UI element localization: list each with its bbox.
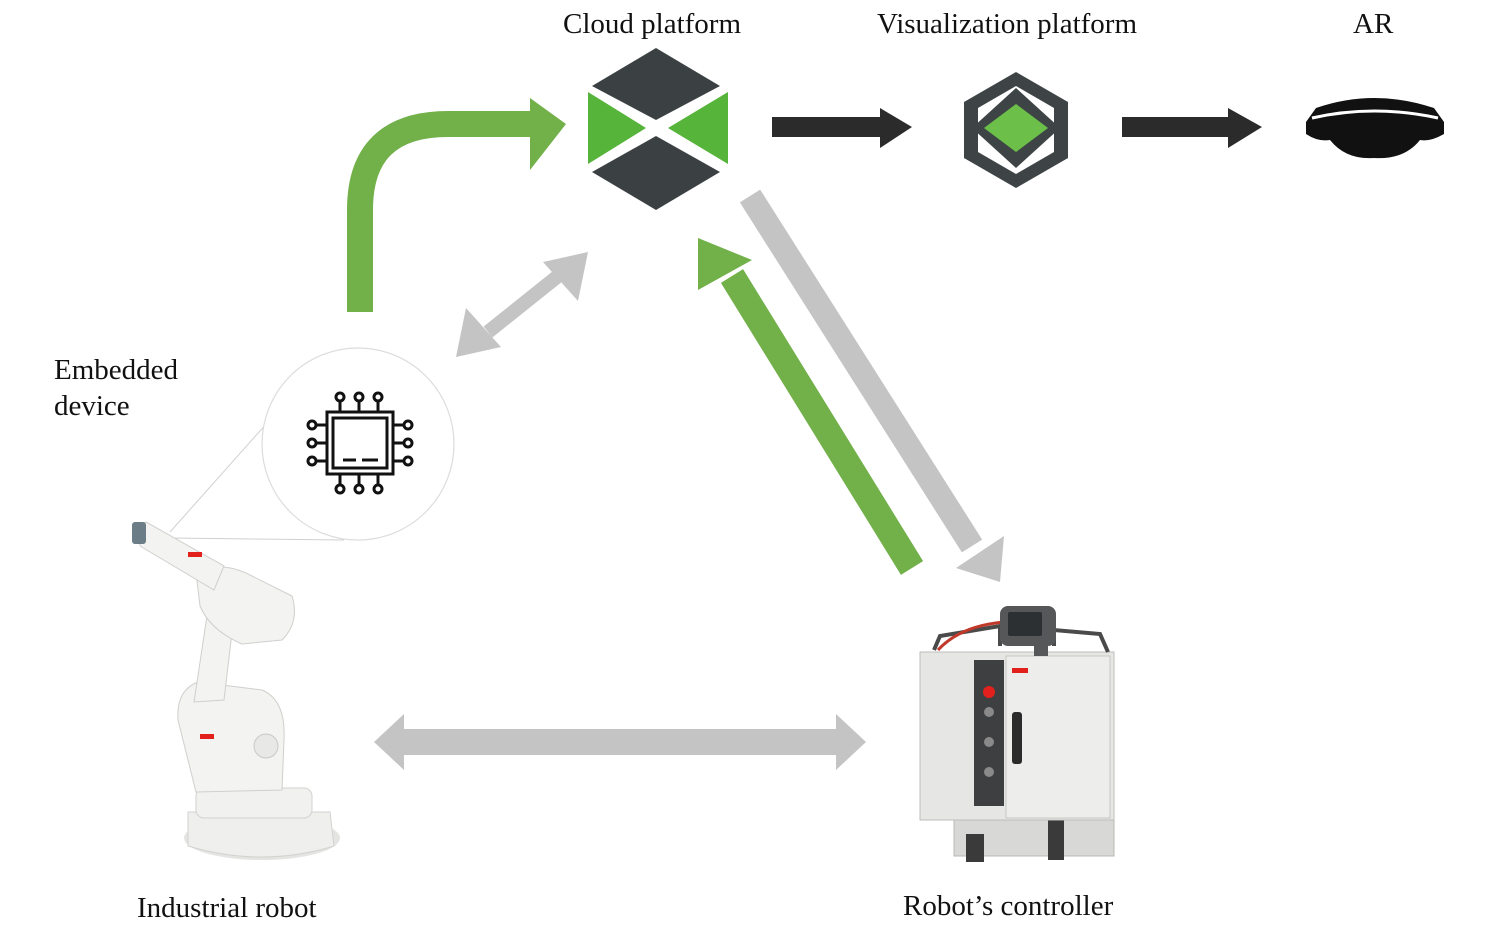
visualization-platform-logo-icon [964, 72, 1068, 188]
grey-arrow-robot-controller [374, 714, 866, 770]
industrial-robot-image [132, 521, 340, 860]
green-arrow-device-to-cloud [347, 98, 566, 312]
dark-arrow-visualization-to-ar [1122, 108, 1262, 148]
label-embedded-device: Embedded device [54, 354, 179, 423]
label-cloud-platform: Cloud platform [563, 8, 742, 40]
dark-arrow-cloud-to-visualization [772, 108, 912, 148]
label-industrial-robot: Industrial robot [137, 892, 317, 924]
ar-headset-icon [1306, 98, 1444, 159]
robot-controller-image [919, 606, 1115, 862]
label-visualization-platform: Visualization platform [877, 8, 1137, 40]
label-ar: AR [1353, 8, 1394, 40]
green-arrow-controller-to-cloud [698, 238, 924, 575]
grey-arrow-cloud-to-controller [739, 189, 1004, 582]
label-robots-controller: Robot’s controller [903, 890, 1114, 922]
grey-arrow-device-cloud [456, 252, 588, 357]
cloud-platform-logo-icon [588, 48, 728, 210]
chip-icon [306, 391, 414, 495]
